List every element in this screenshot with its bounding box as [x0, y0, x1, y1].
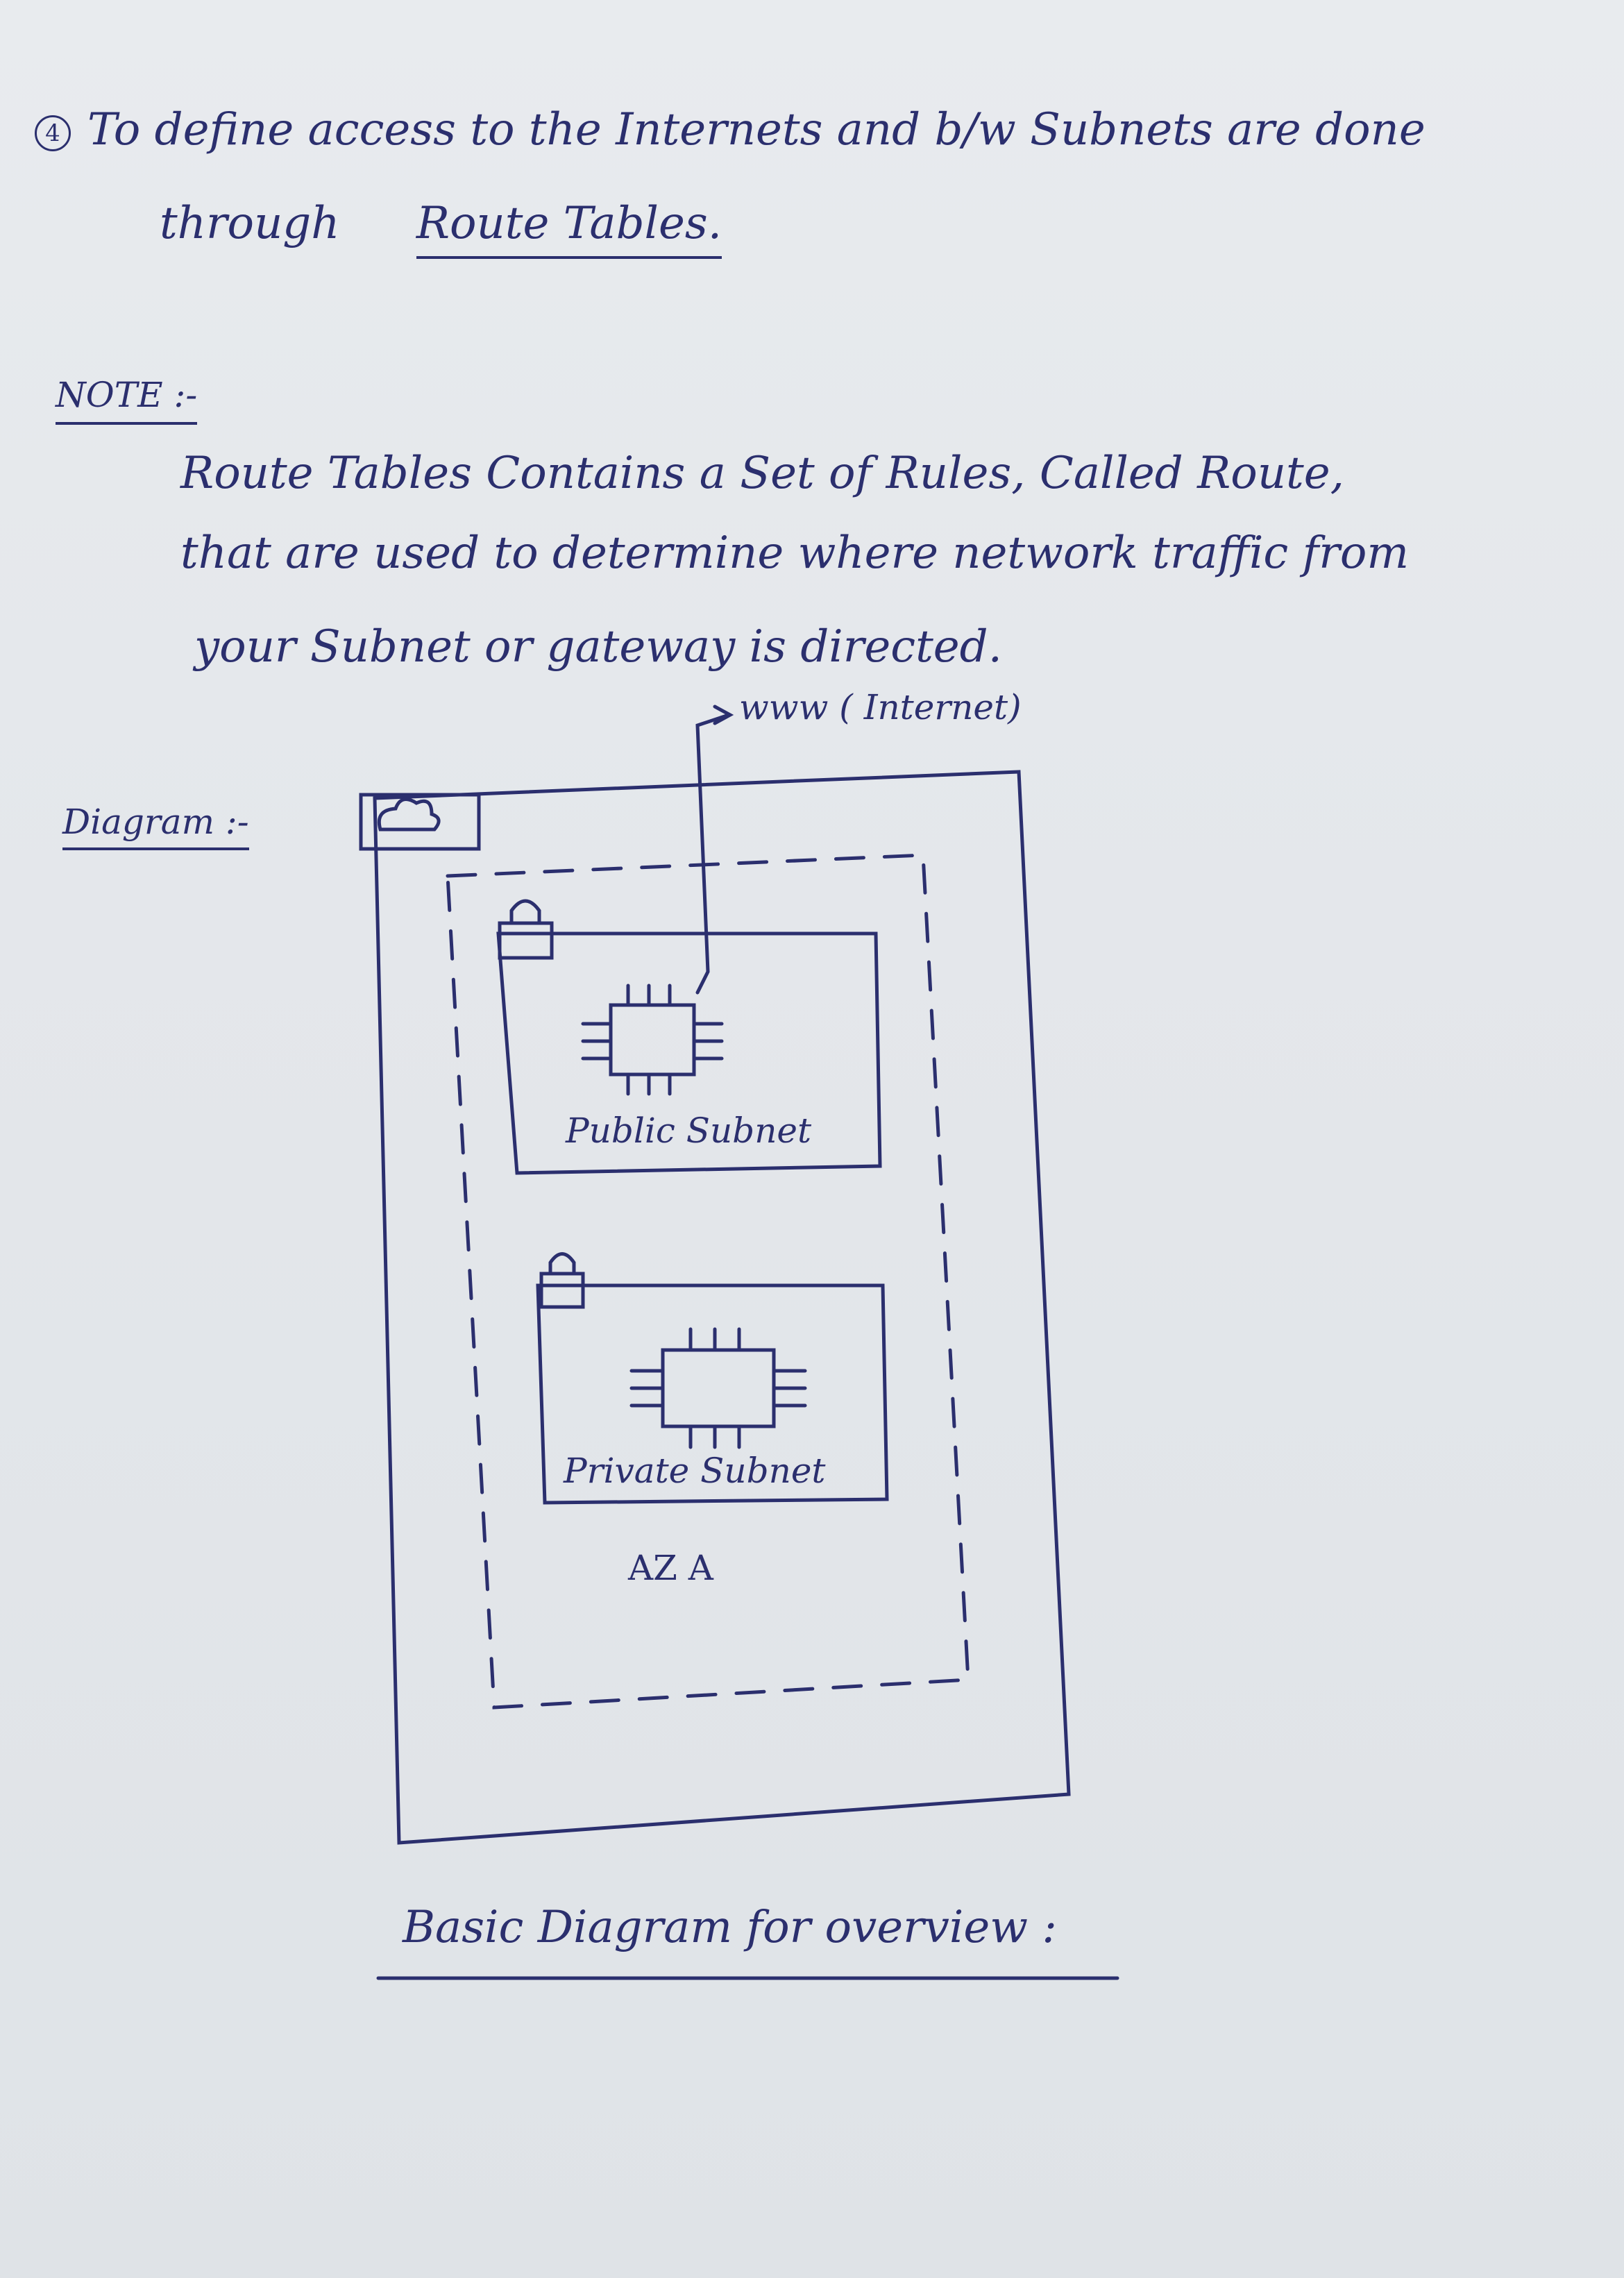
- point-4-text: To define access to the Internets and b/…: [87, 104, 1426, 155]
- public-subnet-box: [496, 931, 882, 1175]
- private-subnet-label: Private Subnet: [564, 1451, 826, 1491]
- internet-route-arrow: [695, 713, 731, 995]
- diagram-heading: Diagram :-: [62, 802, 249, 850]
- private-chip-icon: [661, 1348, 776, 1428]
- point-number: 4: [35, 115, 71, 151]
- az-dashed-box: [446, 853, 970, 1710]
- internet-label: www ( Internet): [739, 687, 1022, 727]
- cloud-tab: [359, 793, 481, 851]
- private-lock-body: [539, 1272, 585, 1309]
- caption: Basic Diagram for overview :: [403, 1902, 1057, 1953]
- note-heading: NOTE :-: [56, 375, 198, 425]
- note-line-2: that are used to determine where network…: [180, 528, 1410, 579]
- note-line-3: your Subnet or gateway is directed.: [194, 621, 1002, 673]
- private-lock-icon: [548, 1252, 576, 1276]
- public-lock-body: [498, 921, 554, 960]
- private-subnet-box: [536, 1283, 889, 1505]
- az-label: AZ A: [628, 1548, 713, 1588]
- through-line: through Route Tables.: [160, 198, 722, 259]
- public-chip-icon: [609, 1003, 696, 1077]
- point-4-line: 4 To define access to the Internets and b…: [35, 104, 1426, 155]
- arrowhead: [713, 705, 734, 725]
- note-line-1: Route Tables Contains a Set of Rules, Ca…: [180, 448, 1344, 499]
- vpc-box: [373, 770, 1071, 1845]
- public-subnet-label: Public Subnet: [566, 1111, 812, 1151]
- public-lock-icon: [509, 899, 541, 925]
- cloud-icon: [377, 798, 441, 832]
- route-tables-underlined: Route Tables.: [416, 198, 722, 259]
- through-text: through: [160, 198, 340, 249]
